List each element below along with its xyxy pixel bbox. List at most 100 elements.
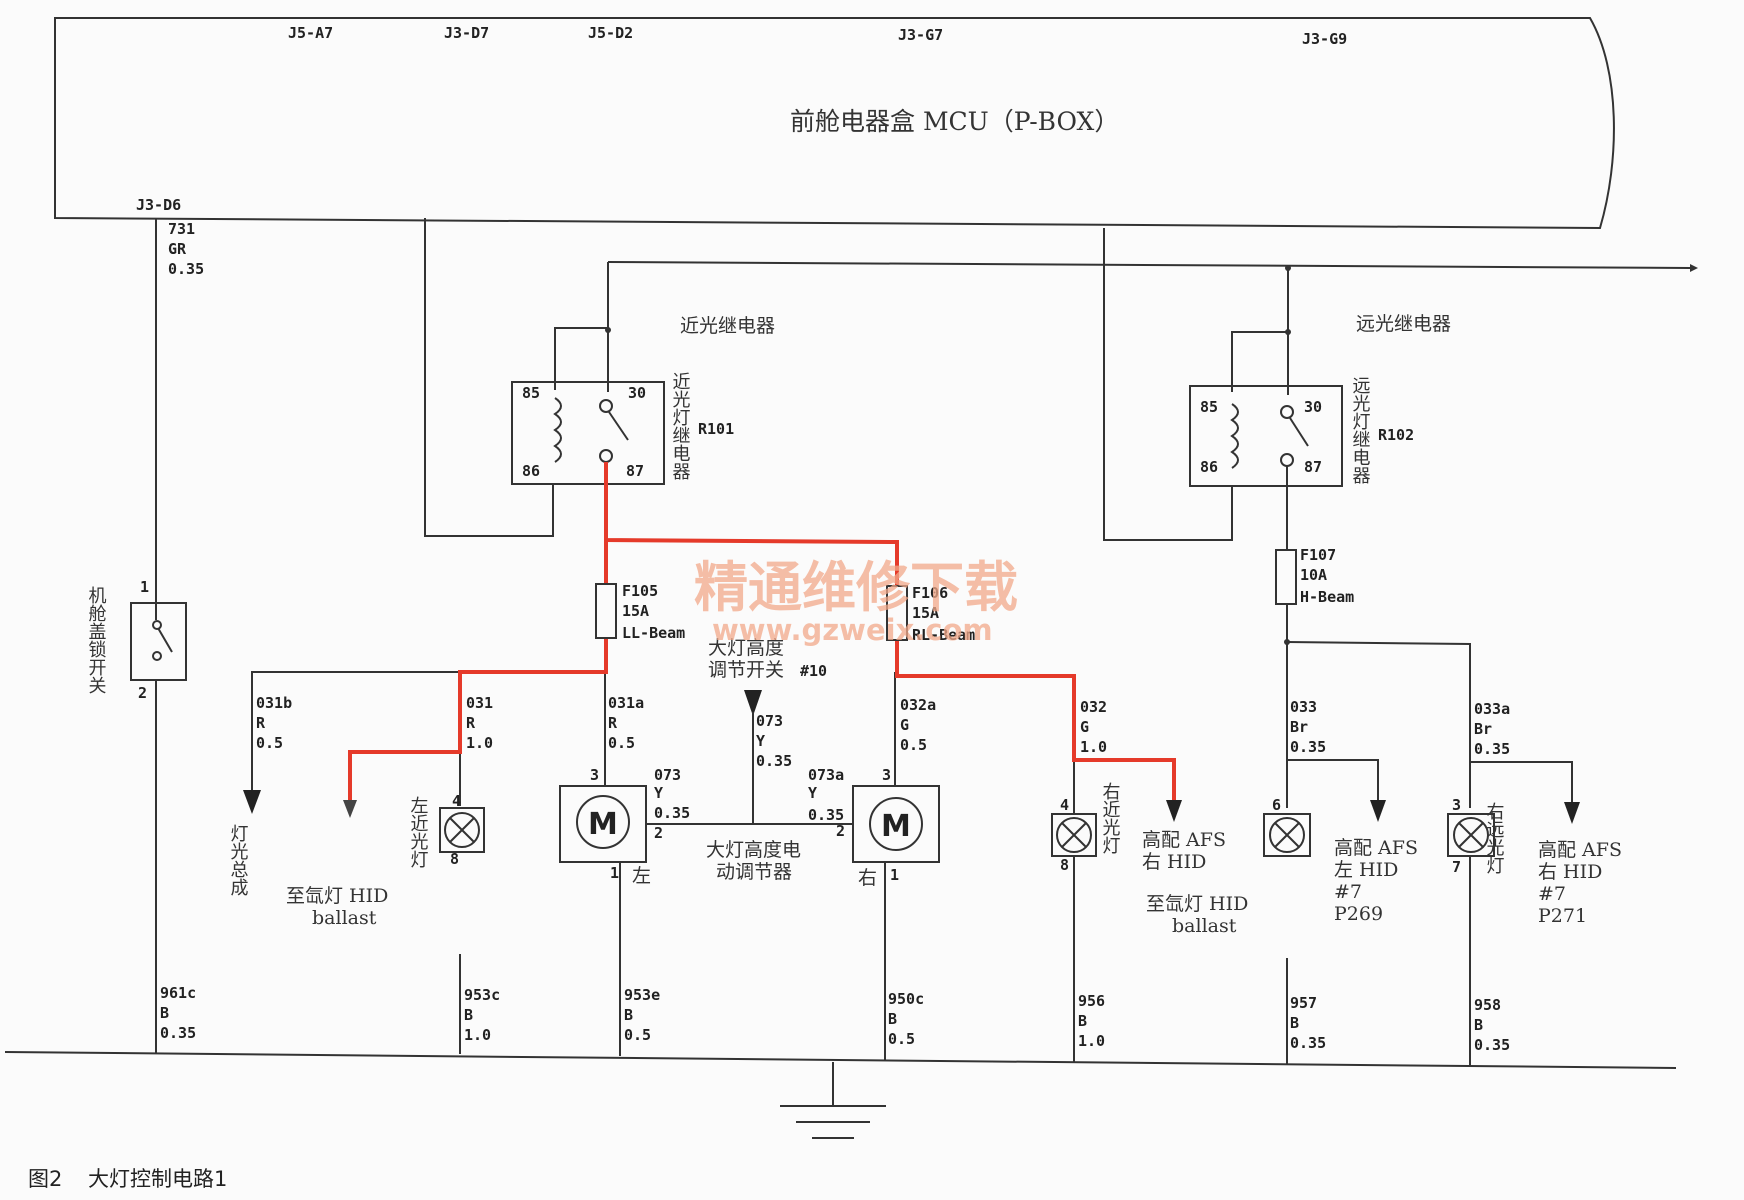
mcu-pin-4: J3-G7	[898, 26, 943, 44]
svg-text:731: 731	[168, 220, 195, 238]
svg-text:高配 AFS: 高配 AFS	[1142, 829, 1226, 851]
svg-text:B: B	[1078, 1012, 1087, 1030]
svg-text:Br: Br	[1474, 720, 1492, 738]
wire-032a-label: 032a G 0.5	[900, 696, 936, 754]
svg-text:1: 1	[890, 866, 899, 884]
svg-text:0.35: 0.35	[1474, 1036, 1510, 1054]
svg-text:3: 3	[1452, 796, 1461, 814]
svg-text:至氙灯 HID: 至氙灯 HID	[286, 885, 388, 907]
mcu-pin-5: J3-G9	[1302, 30, 1347, 48]
fuse-f107-label: F107 10A H-Beam	[1300, 546, 1354, 606]
ground-wire-956-label: 956 B 1.0	[1078, 992, 1105, 1050]
svg-text:0.35: 0.35	[654, 804, 690, 822]
svg-text:073a: 073a	[808, 766, 844, 784]
svg-text:957: 957	[1290, 994, 1317, 1012]
svg-text:031a: 031a	[608, 694, 644, 712]
high-relay-box	[1189, 385, 1343, 487]
highlight-path-left	[348, 540, 608, 800]
mcu-box	[54, 17, 1615, 230]
svg-text:031b: 031b	[256, 694, 292, 712]
svg-text:30: 30	[1304, 398, 1322, 416]
svg-text:Y: Y	[808, 784, 817, 802]
svg-text:0.35: 0.35	[808, 806, 844, 824]
svg-text:大灯高度电: 大灯高度电	[706, 839, 801, 861]
highlight-path-relay-out	[604, 462, 1176, 800]
svg-text:B: B	[1290, 1014, 1299, 1032]
left-hid-ballast-label: 至氙灯 HID ballast	[286, 885, 388, 929]
fuse-f106	[886, 585, 908, 641]
mcu-pin-2: J3-D7	[444, 24, 489, 42]
high-relay-coil	[1230, 403, 1239, 469]
svg-text:ballast: ballast	[1172, 915, 1237, 937]
svg-text:950c: 950c	[888, 990, 924, 1008]
svg-text:956: 956	[1078, 992, 1105, 1010]
svg-text:0.5: 0.5	[888, 1030, 915, 1048]
svg-text:0.35: 0.35	[1474, 740, 1510, 758]
wire-033a-label: 033a Br 0.35	[1474, 700, 1510, 758]
low-relay-contact	[608, 411, 629, 441]
svg-text:R: R	[256, 714, 266, 732]
svg-text:B: B	[888, 1010, 897, 1028]
svg-text:961c: 961c	[160, 984, 196, 1002]
watermark-text: 精通维修下载	[694, 555, 1018, 619]
svg-text:B: B	[464, 1006, 473, 1024]
svg-text:2: 2	[654, 824, 663, 842]
svg-text:15A: 15A	[912, 604, 939, 622]
svg-text:F105: F105	[622, 582, 658, 600]
svg-text:073: 073	[654, 766, 681, 784]
wire-033-label: 033 Br 0.35	[1290, 698, 1326, 756]
low-relay-coil	[553, 397, 562, 463]
low-relay-box	[511, 381, 665, 485]
right-hid-arrow	[1166, 800, 1182, 822]
right-high-lamp-label: 右远光灯	[1484, 802, 1505, 874]
svg-text:85: 85	[522, 384, 540, 402]
low-relay-title: 近光继电器	[680, 315, 775, 337]
right-low-lamp-label: 右近光灯	[1100, 782, 1121, 854]
svg-text:8: 8	[1060, 856, 1069, 874]
figure-caption: 大灯控制电路1	[88, 1167, 227, 1191]
svg-text:0.35: 0.35	[1290, 738, 1326, 756]
svg-text:F107: F107	[1300, 546, 1336, 564]
svg-text:4: 4	[1060, 796, 1069, 814]
wire-031-label: 031 R 1.0	[466, 694, 493, 752]
svg-text:1.0: 1.0	[464, 1026, 491, 1044]
right-motor-side: 右	[858, 867, 877, 889]
left-hid-arrow	[343, 800, 357, 818]
fuse-f106-label: F106 15A RL-Beam	[912, 584, 975, 644]
svg-text:B: B	[1474, 1016, 1483, 1034]
left-low-lamp	[439, 807, 485, 853]
svg-text:1.0: 1.0	[1080, 738, 1107, 756]
svg-text:#10: #10	[800, 662, 827, 680]
svg-text:F106: F106	[912, 584, 948, 602]
svg-text:073: 073	[756, 712, 783, 730]
svg-text:RL-Beam: RL-Beam	[912, 626, 975, 644]
svg-text:0.35: 0.35	[168, 260, 204, 278]
left-motor-side: 左	[632, 865, 651, 887]
svg-text:1.0: 1.0	[466, 734, 493, 752]
wire-073-label: 073 Y 0.35	[756, 712, 792, 770]
svg-text:033: 033	[1290, 698, 1317, 716]
afs-left-hid-arrow	[1370, 800, 1386, 822]
ground-wire-953c-label: 953c B 1.0	[464, 986, 500, 1044]
mcu-pin-left: J3-D6	[136, 196, 181, 214]
svg-text:0.35: 0.35	[756, 752, 792, 770]
left-motor	[559, 785, 647, 863]
svg-text:调节开关: 调节开关	[708, 659, 784, 681]
high-relay-id: R102	[1378, 426, 1414, 444]
hood-switch-contact	[157, 627, 173, 653]
svg-text:30: 30	[628, 384, 646, 402]
fuse-f107	[1275, 549, 1297, 605]
feed-arrow	[1690, 264, 1698, 272]
svg-text:LL-Beam: LL-Beam	[622, 624, 685, 642]
svg-text:1: 1	[610, 864, 619, 882]
ground-wire-961c-label: 961c B 0.35	[160, 984, 196, 1042]
svg-text:86: 86	[1200, 458, 1218, 476]
ground-wire-957-label: 957 B 0.35	[1290, 994, 1326, 1052]
wire-031a-label: 031a R 0.5	[608, 694, 644, 752]
svg-text:3: 3	[590, 766, 599, 784]
svg-text:85: 85	[1200, 398, 1218, 416]
low-relay-id: R101	[698, 420, 734, 438]
svg-text:Y: Y	[756, 732, 765, 750]
